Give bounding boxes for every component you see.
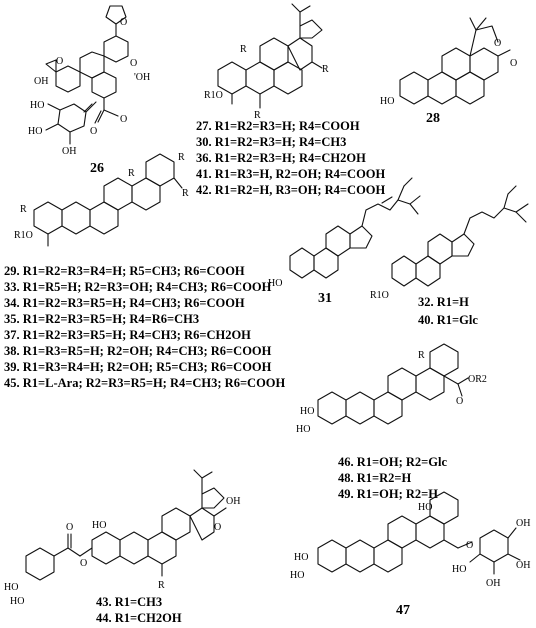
atom-ho-28: HO bbox=[380, 96, 394, 107]
atom-o-epoxide: O bbox=[56, 56, 63, 67]
atom-o-acid-43: O bbox=[214, 522, 221, 533]
atom-ho-31: HO bbox=[268, 278, 282, 289]
atom-oh-glc47-2: OH bbox=[516, 560, 530, 571]
legend-32-line-2: 40. R1=Glc bbox=[418, 313, 478, 327]
legend-27-line-4: 41. R1=R3=H, R2=OH; R4=COOH bbox=[196, 167, 386, 181]
compound-number-28: 28 bbox=[426, 111, 440, 126]
atom-r1o-27: R1O bbox=[204, 90, 223, 101]
atom-oh-acid-43: OH bbox=[226, 496, 240, 507]
atom-ho-glc-4: HO bbox=[30, 100, 44, 111]
atom-o-carbonyl-28: O bbox=[510, 58, 517, 69]
legend-29-line-7: 39. R1=R3=R4=H; R2=OH; R5=CH3; R6=COOH bbox=[4, 360, 272, 374]
atom-ho-43: HO bbox=[92, 520, 106, 531]
atom-ho-47-c: HO bbox=[290, 570, 304, 581]
atom-o-46: O bbox=[456, 396, 463, 407]
structure-32 bbox=[391, 185, 529, 287]
legend-32-line-1: 32. R1=H bbox=[418, 295, 469, 309]
atom-o-ring-43: O bbox=[80, 558, 87, 569]
atom-r2-29: R bbox=[20, 204, 27, 215]
legend-29-line-1: 29. R1=R2=R3=R4=H; R5=CH3; R6=COOH bbox=[4, 264, 245, 278]
atom-ho-47-b: HO bbox=[294, 552, 308, 563]
legend-43-line-2: 44. R1=CH2OH bbox=[96, 611, 182, 625]
atom-r3r4-29: R bbox=[128, 168, 135, 179]
atom-oh-glc47-3: OH bbox=[486, 578, 500, 589]
atom-o-ester-carbonyl: O bbox=[90, 126, 97, 137]
atom-o-ester: O bbox=[120, 114, 127, 125]
compound-number-26: 26 bbox=[90, 161, 104, 176]
atom-r2-27: R bbox=[240, 44, 247, 55]
legend-29-line-8: 45. R1=L-Ara; R2=R3=R5=H; R4=CH3; R6=COO… bbox=[4, 376, 286, 390]
structure-26 bbox=[45, 5, 129, 145]
atom-r1-43: R bbox=[158, 580, 165, 591]
legend-27-line-5: 42. R1=R2=H, R3=OH; R4=COOH bbox=[196, 183, 386, 197]
compound-number-47: 47 bbox=[396, 603, 410, 618]
legend-43-line-1: 43. R1=CH3 bbox=[96, 595, 162, 609]
structure-31 bbox=[289, 177, 421, 279]
atom-or2-46: OR2 bbox=[468, 374, 487, 385]
atom-o-lactone-carbonyl: O bbox=[130, 58, 137, 69]
atom-oh-glc47-6: OH bbox=[516, 518, 530, 529]
legend-27-line-1: 27. R1=R2=R3=H; R4=COOH bbox=[196, 119, 360, 133]
structure-29 bbox=[33, 153, 183, 247]
legend-27-line-3: 36. R1=R2=R3=H; R4=CH2OH bbox=[196, 151, 366, 165]
legend-29-line-5: 37. R1=R2=R3=R5=H; R4=CH3; R6=CH2OH bbox=[4, 328, 251, 342]
atom-r4-27: R bbox=[322, 64, 329, 75]
legend-29-line-2: 33. R1=R5=H; R2=R3=OH; R4=CH3; R6=COOH bbox=[4, 280, 272, 294]
legend-46-line-2: 48. R1=R2=H bbox=[338, 471, 412, 485]
atom-oh-glc-2: OH bbox=[62, 146, 76, 157]
atom-ho-catechol-2: HO bbox=[10, 596, 24, 607]
atom-ho-46-b: HO bbox=[296, 424, 310, 435]
atom-ho-46-a: HO bbox=[300, 406, 314, 417]
atom-r5-29: R bbox=[178, 152, 185, 163]
atom-r1-46: R bbox=[418, 350, 425, 361]
atom-r1o-32: R1O bbox=[370, 290, 389, 301]
atom-oh-26: 'OH bbox=[134, 72, 150, 83]
atom-o-28: O bbox=[494, 38, 501, 49]
legend-27-line-2: 30. R1=R2=R3=H; R4=CH3 bbox=[196, 135, 346, 149]
structure-47 bbox=[317, 491, 521, 575]
structure-43 bbox=[25, 469, 227, 581]
structure-46 bbox=[317, 343, 469, 425]
atom-ho-catechol-1: HO bbox=[4, 582, 18, 593]
structure-28 bbox=[399, 17, 511, 105]
legend-29-line-6: 38. R1=R3=R5=H; R2=OH; R4=CH3; R6=COOH bbox=[4, 344, 272, 358]
atom-o-47-ester: O bbox=[466, 540, 473, 551]
atom-ho-glc-3: HO bbox=[28, 126, 42, 137]
legend-29-line-3: 34. R1=R2=R3=R5=H; R4=CH3; R6=COOH bbox=[4, 296, 245, 310]
atom-r3-27: R bbox=[254, 110, 261, 121]
atom-r1o-29: R1O bbox=[14, 230, 33, 241]
atom-oh-glc-6: OH bbox=[34, 76, 48, 87]
legend-29-line-4: 35. R1=R2=R3=R5=H; R4=R6=CH3 bbox=[4, 312, 199, 326]
legend-46-line-3: 49. R1=OH; R2=H bbox=[338, 487, 438, 501]
atom-o-ester-43: O bbox=[66, 522, 73, 533]
structure-27 bbox=[217, 3, 323, 109]
atom-ho-47-a: HO bbox=[418, 502, 432, 513]
atom-o-furan: O bbox=[120, 17, 127, 28]
atom-r6-29: R bbox=[182, 188, 189, 199]
atom-ho-glc47-4: HO bbox=[452, 564, 466, 575]
legend-46-line-1: 46. R1=OH; R2=Glc bbox=[338, 455, 447, 469]
compound-number-31: 31 bbox=[318, 291, 332, 306]
